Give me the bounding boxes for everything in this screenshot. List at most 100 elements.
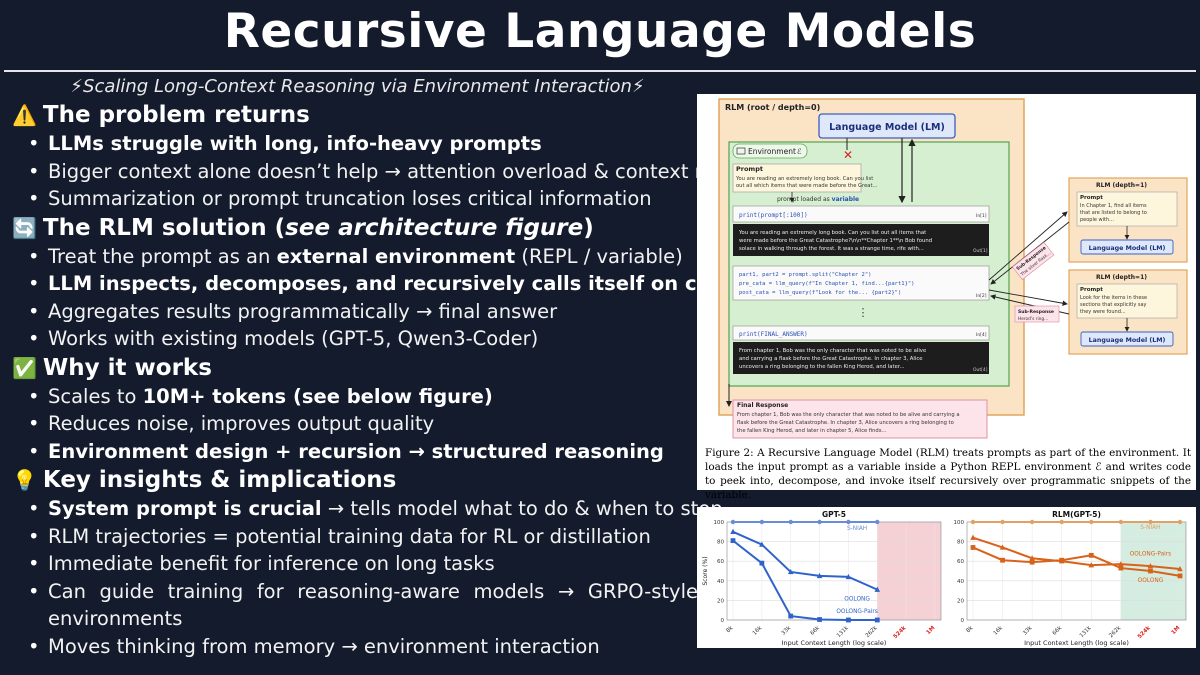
data-point [788,613,794,619]
series-label: OOLONG [844,596,870,602]
x-tick-label: 524k [1137,625,1152,640]
why-bullet-list: Scales to 10M+ tokens (see below figure)… [12,383,702,466]
bullet-item: RLM trajectories = potential training da… [28,523,702,551]
sub-rlm-2-prompt-text: sections that explicitly say [1080,302,1147,308]
series-label: OOLONG-Pairs [836,609,877,615]
data-point [817,617,822,622]
series-label: S-NIAH [1140,525,1160,531]
repl-cell-2-input [732,265,990,301]
solution-bullet-list: Treat the prompt as an external environm… [12,243,763,353]
y-tick-label: 40 [957,579,964,585]
environment-tag [732,143,808,159]
x-tick-label: 8k [965,625,975,635]
bullet-item: Can guide training for reasoning-aware m… [28,578,698,633]
data-point [759,541,765,547]
repl-output-line: were made before the Great Catastrophe?\… [739,238,932,244]
x-tick-label: 33k [781,625,793,637]
y-axis-label: Score (%) [702,556,709,585]
data-point [1177,566,1183,572]
x-tick-label: 33k [1022,625,1034,637]
sub-rlm-2-prompt-title: Prompt [1080,287,1103,293]
blocked-x-icon: ✕ [843,148,853,162]
sub-response-2-text: Herod's ring... [1018,316,1048,322]
data-point [1089,519,1094,525]
data-point [845,573,852,580]
sub-rlm-1-prompt-text: In Chapter 1, find all items [1080,203,1147,209]
data-point [970,545,976,550]
y-tick-label: 20 [717,598,724,604]
data-point [999,544,1006,550]
data-point [1029,555,1035,561]
prompt-box [732,163,862,193]
bullet-item: Scales to 10M+ tokens (see below figure) [28,383,702,411]
repl-cell-2-code: post_cata = llm_query(f"Look for the... … [739,290,901,296]
call-arrow [988,289,1068,306]
data-point [816,572,823,579]
sub-rlm-2-label: RLM (depth=1) [1096,274,1147,281]
data-point [759,519,765,525]
lightbulb-icon: 💡 [12,468,37,492]
x-tick-label: 131k [1079,625,1093,639]
title-divider [4,70,1196,72]
warning-icon: ⚠️ [12,103,37,127]
data-point [1000,519,1005,525]
architecture-diagram: RLM (root / depth=0) Language Model (LM)… [718,98,1188,439]
final-response-text: From chapter 1, Bob was the only charact… [737,412,960,418]
data-point [1000,557,1005,563]
repl-output-line: From chapter 1, Bob was the only charact… [739,348,926,354]
prompt-text: You are reading an extremely long book. … [735,176,873,182]
bullet-item: Aggregates results programmatically → fi… [28,298,702,326]
section-heading-insights: 💡Key insights & implications [12,467,397,493]
bullet-item: System prompt is crucial → tells model w… [28,495,723,523]
data-point [1177,519,1183,525]
data-point [730,538,736,544]
series-line [732,530,878,591]
series-line [972,536,1181,571]
data-point [1147,563,1154,569]
x-tick-label: 16k [752,625,764,637]
final-response-box [732,399,988,439]
data-point [787,568,794,575]
repl-cell-2-tag: In[2] [976,293,987,299]
bullet-item: Works with existing models (GPT-5, Qwen3… [28,325,702,353]
section-heading-why: ✅Why it works [12,354,212,381]
bullet-item: Summarization or prompt truncation loses… [28,185,702,213]
terminal-icon [736,147,746,155]
chart-title: RLM(GPT-5) [1052,510,1101,519]
root-rlm-label: RLM (root / depth=0) [725,103,820,112]
shaded-region [877,522,941,620]
sub-rlm-1-prompt-text: people with... [1080,217,1114,223]
section-heading-problem: ⚠️The problem returns [12,102,310,128]
architecture-figure: RLM (root / depth=0) Language Model (LM)… [697,94,1196,501]
x-axis-label: Input Context Length (log scale) [782,639,887,647]
data-point [846,519,851,525]
call-arrow [988,211,1068,281]
repl-output-line: You are reading an extremely long book. … [738,230,926,236]
sub-rlm-2-lm-label: Language Model (LM) [1089,337,1166,344]
repl-cell-1-tag: In[1] [976,213,987,219]
x-tick-label: 524k [893,625,908,640]
x-tick-label: 262k [865,625,879,639]
sub-rlm-1-label: RLM (depth=1) [1096,182,1147,189]
data-point [1148,519,1153,525]
environment-symbol: ℰ [797,147,802,156]
data-point [1059,519,1064,525]
repl-cell-3-code: print(FINAL_ANSWER) [739,331,808,338]
data-point [874,617,880,623]
data-point [1177,573,1183,579]
prompt-loaded-label: prompt loaded as variable [777,196,859,203]
chart-title: GPT-5 [822,510,846,519]
y-tick-label: 20 [957,598,964,604]
repl-ellipsis: ⋮ [858,306,869,319]
check-icon: ✅ [12,355,37,380]
data-point [1148,568,1153,574]
bullet-item: Reduces noise, improves output quality [28,410,702,438]
x-tick-label: 66k [810,625,822,637]
sub-rlm-1-prompt-text: that are listed to belong to [1080,210,1147,216]
data-point [1088,552,1094,558]
repl-cell-1-input [732,205,990,223]
x-tick-label: 131k [836,625,850,639]
data-point [1088,562,1095,568]
